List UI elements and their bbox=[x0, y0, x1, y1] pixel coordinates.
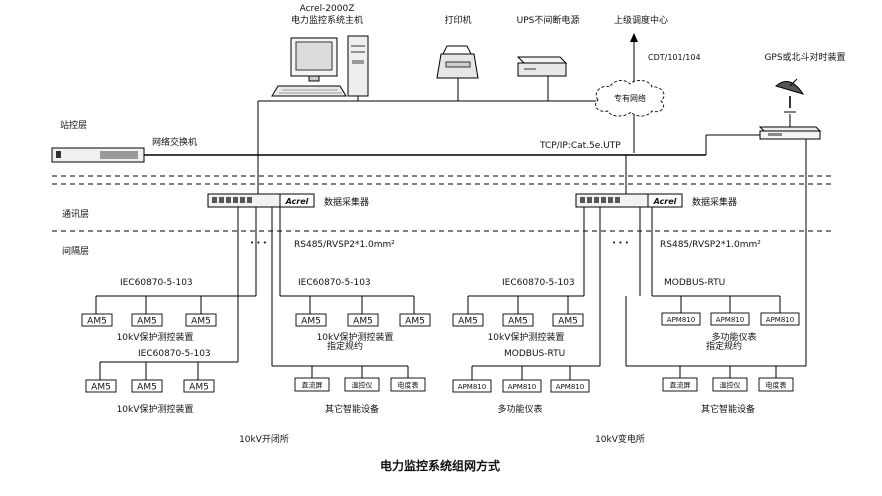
temp-controller-device: 温控仪 bbox=[712, 377, 748, 392]
data-collector-right: Acrel bbox=[575, 193, 683, 208]
other-devices-label: 其它智能设备 bbox=[325, 403, 379, 415]
other-devices-label: 其它智能设备 bbox=[701, 403, 755, 415]
am5-device: AM5 bbox=[131, 313, 163, 327]
apm810-label: APM810 bbox=[508, 383, 536, 391]
apm810-device: APM810 bbox=[452, 379, 492, 393]
energy-meter-device: 电度表 bbox=[758, 377, 794, 392]
dc-panel-label: 直流屏 bbox=[302, 381, 323, 390]
am5-device: AM5 bbox=[185, 313, 217, 327]
host-name-label: 电力监控系统主机 bbox=[291, 14, 363, 26]
apm810-device: APM810 bbox=[710, 312, 750, 326]
dc-panel-device: 直流屏 bbox=[662, 377, 698, 392]
tcp-label: TCP/IP:Cat.5e.UTP bbox=[539, 141, 621, 151]
comm-layer-label: 通讯层 bbox=[62, 209, 89, 220]
site-label-left: 10kV开闭所 bbox=[239, 433, 289, 445]
am5-device: AM5 bbox=[399, 313, 431, 327]
satellite-dish-icon bbox=[774, 78, 805, 113]
site-label-right: 10kV变电所 bbox=[595, 433, 645, 445]
collector-brand-left: Acrel bbox=[285, 197, 309, 206]
am5-label: AM5 bbox=[189, 383, 209, 393]
protocol-iec-1: IEC60870-5-103 bbox=[120, 278, 193, 288]
rs485-label-right: RS485/RVSP2*1.0mm² bbox=[660, 240, 761, 250]
am5-label: AM5 bbox=[508, 317, 528, 327]
network-switch-icon bbox=[51, 147, 145, 163]
protocol-modbus-2: MODBUS-RTU bbox=[504, 349, 565, 359]
energy-meter-device: 电度表 bbox=[390, 377, 426, 392]
am5-device: AM5 bbox=[452, 313, 484, 327]
temp-ctrl-label: 温控仪 bbox=[720, 381, 741, 390]
station-layer-label: 站控层 bbox=[60, 119, 87, 131]
apm810-device: APM810 bbox=[502, 379, 542, 393]
host-model-label: Acrel-2000Z bbox=[300, 4, 355, 14]
gps-device-icon bbox=[758, 126, 822, 140]
apm810-label: APM810 bbox=[556, 383, 584, 391]
multifunction-meter-label: 多功能仪表 bbox=[711, 331, 756, 343]
apm810-device: APM810 bbox=[661, 312, 701, 326]
collector-brand-right: Acrel bbox=[653, 197, 677, 206]
apm810-label: APM810 bbox=[716, 316, 744, 324]
bay-layer-label: 间隔层 bbox=[62, 245, 89, 257]
am5-device: AM5 bbox=[85, 379, 117, 393]
switch-label: 网络交换机 bbox=[152, 136, 197, 148]
dc-panel-device: 直流屏 bbox=[294, 377, 330, 392]
am5-label: AM5 bbox=[137, 383, 157, 393]
protect-device-label: 10kV保护测控装置 bbox=[488, 331, 565, 343]
dc-panel-label: 直流屏 bbox=[670, 381, 691, 390]
protocol-modbus-1: MODBUS-RTU bbox=[664, 278, 725, 288]
collector-label-left: 数据采集器 bbox=[324, 196, 369, 208]
protocol-iec-3: IEC60870-5-103 bbox=[502, 278, 575, 288]
temp-ctrl-label: 温控仪 bbox=[352, 381, 373, 390]
am5-label: AM5 bbox=[137, 317, 157, 327]
upper-center-label: 上级调度中心 bbox=[614, 14, 668, 26]
diagram-title: 电力监控系统组网方式 bbox=[380, 458, 500, 473]
protocol-iec-4: IEC60870-5-103 bbox=[138, 349, 211, 359]
printer-label: 打印机 bbox=[444, 14, 471, 26]
am5-device: AM5 bbox=[347, 313, 379, 327]
am5-label: AM5 bbox=[458, 317, 478, 327]
am5-label: AM5 bbox=[191, 317, 211, 327]
cdt-label: CDT/101/104 bbox=[648, 53, 701, 62]
protect-device-label: 10kV保护测控装置 bbox=[117, 331, 194, 343]
cloud-icon bbox=[595, 80, 665, 117]
private-network-label: 专有网络 bbox=[614, 93, 646, 103]
apm810-label: APM810 bbox=[667, 316, 695, 324]
gps-label: GPS或北斗对时装置 bbox=[764, 51, 845, 63]
specified-protocol-label: 指定规约 bbox=[327, 340, 363, 352]
host-computer-icon bbox=[271, 35, 369, 97]
am5-device: AM5 bbox=[183, 379, 215, 393]
am5-device: AM5 bbox=[295, 313, 327, 327]
am5-label: AM5 bbox=[353, 317, 373, 327]
printer-icon bbox=[436, 45, 479, 79]
rs485-label-left: RS485/RVSP2*1.0mm² bbox=[294, 240, 395, 250]
protocol-iec-2: IEC60870-5-103 bbox=[298, 278, 371, 288]
am5-label: AM5 bbox=[558, 317, 578, 327]
apm810-device: APM810 bbox=[760, 312, 800, 326]
meter-label: 电度表 bbox=[766, 381, 787, 390]
ups-label: UPS不间断电源 bbox=[517, 14, 580, 26]
am5-device: AM5 bbox=[81, 313, 113, 327]
ups-icon bbox=[516, 56, 568, 77]
temp-controller-device: 温控仪 bbox=[344, 377, 380, 392]
multifunction-meter-label: 多功能仪表 bbox=[497, 403, 542, 415]
am5-label: AM5 bbox=[405, 317, 425, 327]
am5-label: AM5 bbox=[301, 317, 321, 327]
ellipsis-right: • • • bbox=[612, 239, 629, 247]
data-collector-left: Acrel bbox=[207, 193, 315, 208]
specified-protocol-label: 指定规约 bbox=[706, 340, 742, 352]
apm810-label: APM810 bbox=[766, 316, 794, 324]
am5-device: AM5 bbox=[552, 313, 584, 327]
am5-label: AM5 bbox=[87, 317, 107, 327]
protect-device-label: 10kV保护测控装置 bbox=[317, 331, 394, 343]
am5-label: AM5 bbox=[91, 383, 111, 393]
up-arrow-icon bbox=[630, 33, 638, 42]
ellipsis-left: • • • bbox=[250, 239, 267, 247]
apm810-label: APM810 bbox=[458, 383, 486, 391]
meter-label: 电度表 bbox=[398, 381, 419, 390]
protect-device-label: 10kV保护测控装置 bbox=[117, 403, 194, 415]
am5-device: AM5 bbox=[131, 379, 163, 393]
collector-label-right: 数据采集器 bbox=[692, 196, 737, 208]
am5-device: AM5 bbox=[502, 313, 534, 327]
apm810-device: APM810 bbox=[550, 379, 590, 393]
